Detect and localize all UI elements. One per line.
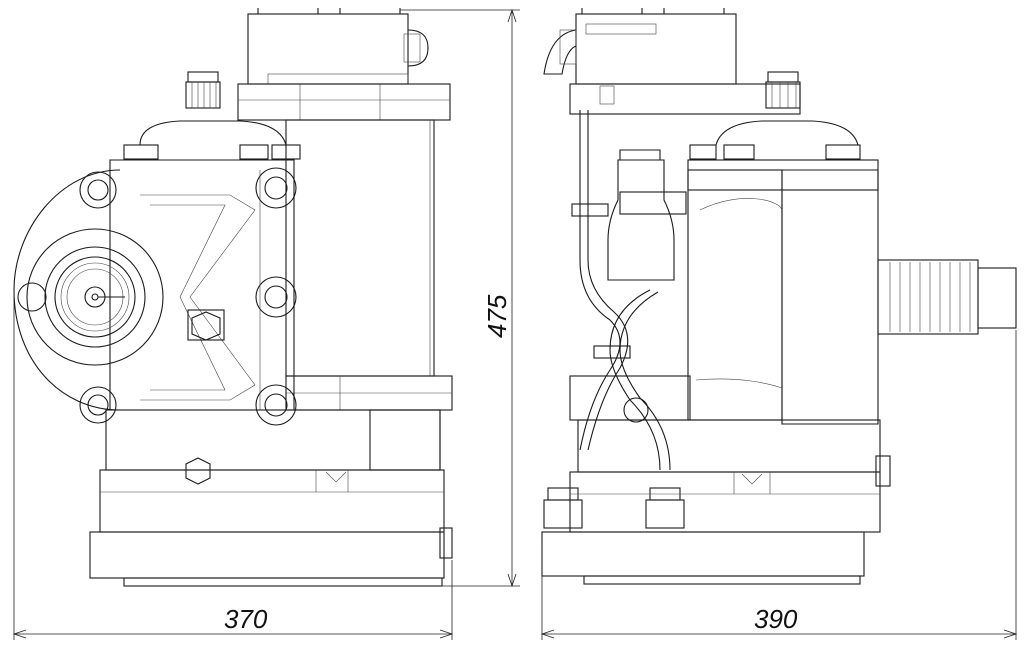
- right-width-label: 390: [754, 604, 798, 634]
- left-width-label: 370: [224, 604, 268, 634]
- left-width-dimension: [12, 290, 454, 640]
- right-width-dimension: [540, 330, 1018, 640]
- height-dimension: [400, 8, 520, 588]
- height-label: 475: [482, 294, 512, 338]
- front-view: [13, 8, 453, 587]
- side-view: [541, 8, 1017, 585]
